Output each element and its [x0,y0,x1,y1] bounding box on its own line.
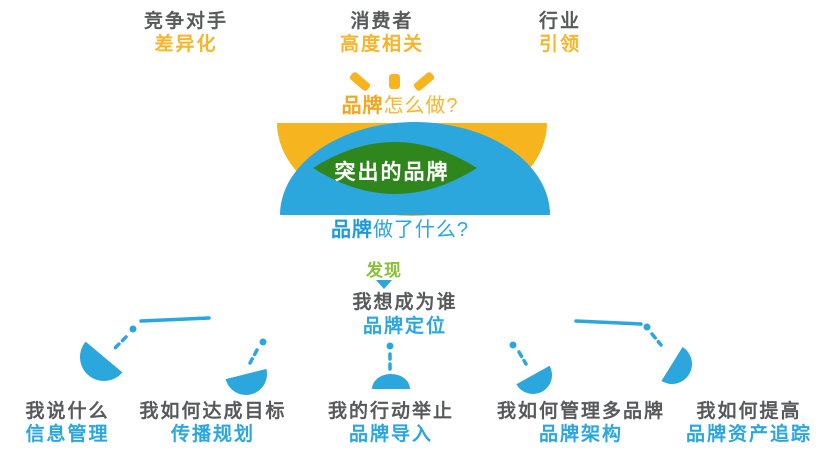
bottom-item-subtitle: 传播规划 [170,424,255,445]
lamp-head [80,341,123,381]
lamp-dashed-arm [111,335,128,352]
bottom-item-communication: 我如何达成目标 传播规划 [133,400,293,446]
bottom-item-subtitle: 品牌资产追踪 [685,424,812,445]
lamp-joint [643,323,651,331]
bottom-item-title: 我说什么 [25,401,110,422]
lamp-dashed-arm [650,332,663,347]
lamp-head [516,365,552,394]
lamp-head [661,347,692,384]
top-item-competitors: 竞争对手 差异化 [106,10,266,56]
bottom-item-tracking: 我如何提高 品牌资产追踪 [660,400,838,446]
bottom-item-messaging: 我说什么 信息管理 [0,400,135,446]
top-item-subtitle: 差异化 [154,34,218,55]
spotlight-lamp-icon-3 [372,342,410,389]
lamp-joint [259,338,267,346]
lamp-dashed-arm [517,350,528,366]
lamp-head [372,374,410,389]
spotlight-lamp-icon-4 [509,341,552,394]
lamp-joint [129,325,137,333]
question-how-rest: 怎么做? [383,95,459,117]
bottom-item-implementation: 我的行动举止 品牌导入 [306,400,476,446]
question-what-brand-did: 品牌做了什么? [295,219,505,242]
lamp-arm [574,319,643,326]
question-brand-word: 品牌 [330,219,373,241]
triangle-down-icon [376,280,392,289]
bottom-item-title: 我的行动举止 [327,401,454,422]
bottom-item-title: 我如何提高 [696,401,802,422]
shine-ray-right-icon [412,70,436,93]
lamp-joint [386,342,394,350]
spotlight-lamp-icon-5 [574,319,692,384]
top-item-subtitle: 引领 [538,34,581,55]
eye-shape [277,122,550,216]
bottom-item-subtitle: 品牌架构 [538,424,623,445]
lamp-dashed-arm [248,348,259,365]
spotlight-lamp-icon-2 [225,338,267,395]
bottom-item-title: 我如何达成目标 [139,401,287,422]
top-item-title: 消费者 [350,11,414,32]
top-item-subtitle: 高度相关 [339,34,424,55]
lamp-head [225,368,267,395]
bottom-item-title: 我如何管理多品牌 [496,401,665,422]
top-item-title: 行业 [538,11,581,32]
top-item-consumers: 消费者 高度相关 [302,10,462,56]
lamp-arm [139,316,211,323]
bottom-item-subtitle: 信息管理 [25,424,110,445]
spotlight-lamp-icon-1 [80,316,211,381]
shine-ray-left-icon [348,70,372,93]
eye-center-label: 突出的品牌 [334,161,450,184]
question-brand-word: 品牌 [341,95,384,117]
top-item-industry: 行业 引领 [480,10,640,56]
shine-ray-middle-icon [389,74,400,89]
eye-lens [313,142,477,194]
lamp-joint [509,341,517,349]
top-item-title: 竞争对手 [143,11,228,32]
positioning-title: 我想成为谁 [352,292,458,313]
question-what-rest: 做了什么? [372,219,470,241]
spotlight-lamps-row [80,316,692,395]
positioning-subtitle: 品牌定位 [362,316,447,337]
discover-label: 发现 [366,261,402,280]
question-how-to-do-brand: 品牌怎么做? [300,95,500,118]
bottom-item-subtitle: 品牌导入 [348,424,433,445]
bottom-item-architecture: 我如何管理多品牌 品牌架构 [486,400,676,446]
